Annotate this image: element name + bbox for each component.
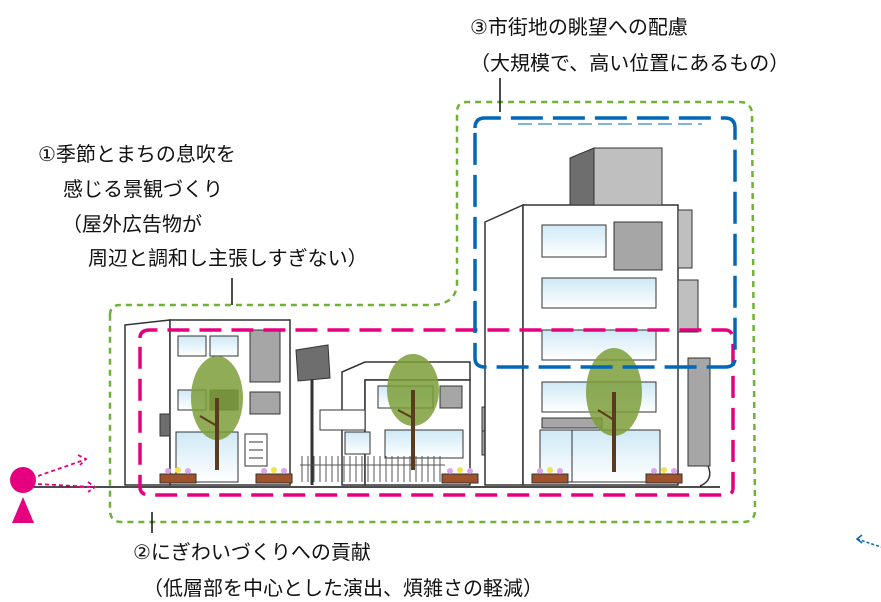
tree-3	[586, 348, 642, 472]
pylon-sign	[687, 357, 711, 487]
fence	[300, 456, 445, 482]
item2-title: ②にぎわいづくりへの貢献	[133, 540, 371, 564]
tree-2	[387, 354, 439, 470]
zone1-green-outline	[108, 100, 757, 524]
item1-line2: 感じる景観づくり	[63, 177, 223, 201]
tree-1	[191, 356, 243, 470]
sight-lines	[37, 454, 97, 493]
item1-line4: 周辺と調和し主張しすぎない）	[88, 246, 368, 270]
item3-subtitle: （大規模で、高い位置にあるもの）	[470, 51, 790, 75]
planters	[159, 467, 683, 484]
item2-subtitle: （低層部を中心とした演出、煩雑さの軽減）	[143, 576, 543, 600]
item3-title: ③市街地の眺望への配慮	[470, 15, 688, 39]
zone3-blue-outline	[473, 116, 737, 369]
item1-line3: （屋外広告物が	[62, 212, 202, 236]
item1-line1: ①季節とまちの息吹を	[38, 142, 236, 166]
stray-arrow-icon	[855, 534, 881, 548]
viewer-figure	[10, 467, 36, 523]
signboard-tilted	[295, 344, 331, 485]
zone2-magenta-outline	[138, 328, 735, 497]
building-tall	[484, 147, 699, 486]
